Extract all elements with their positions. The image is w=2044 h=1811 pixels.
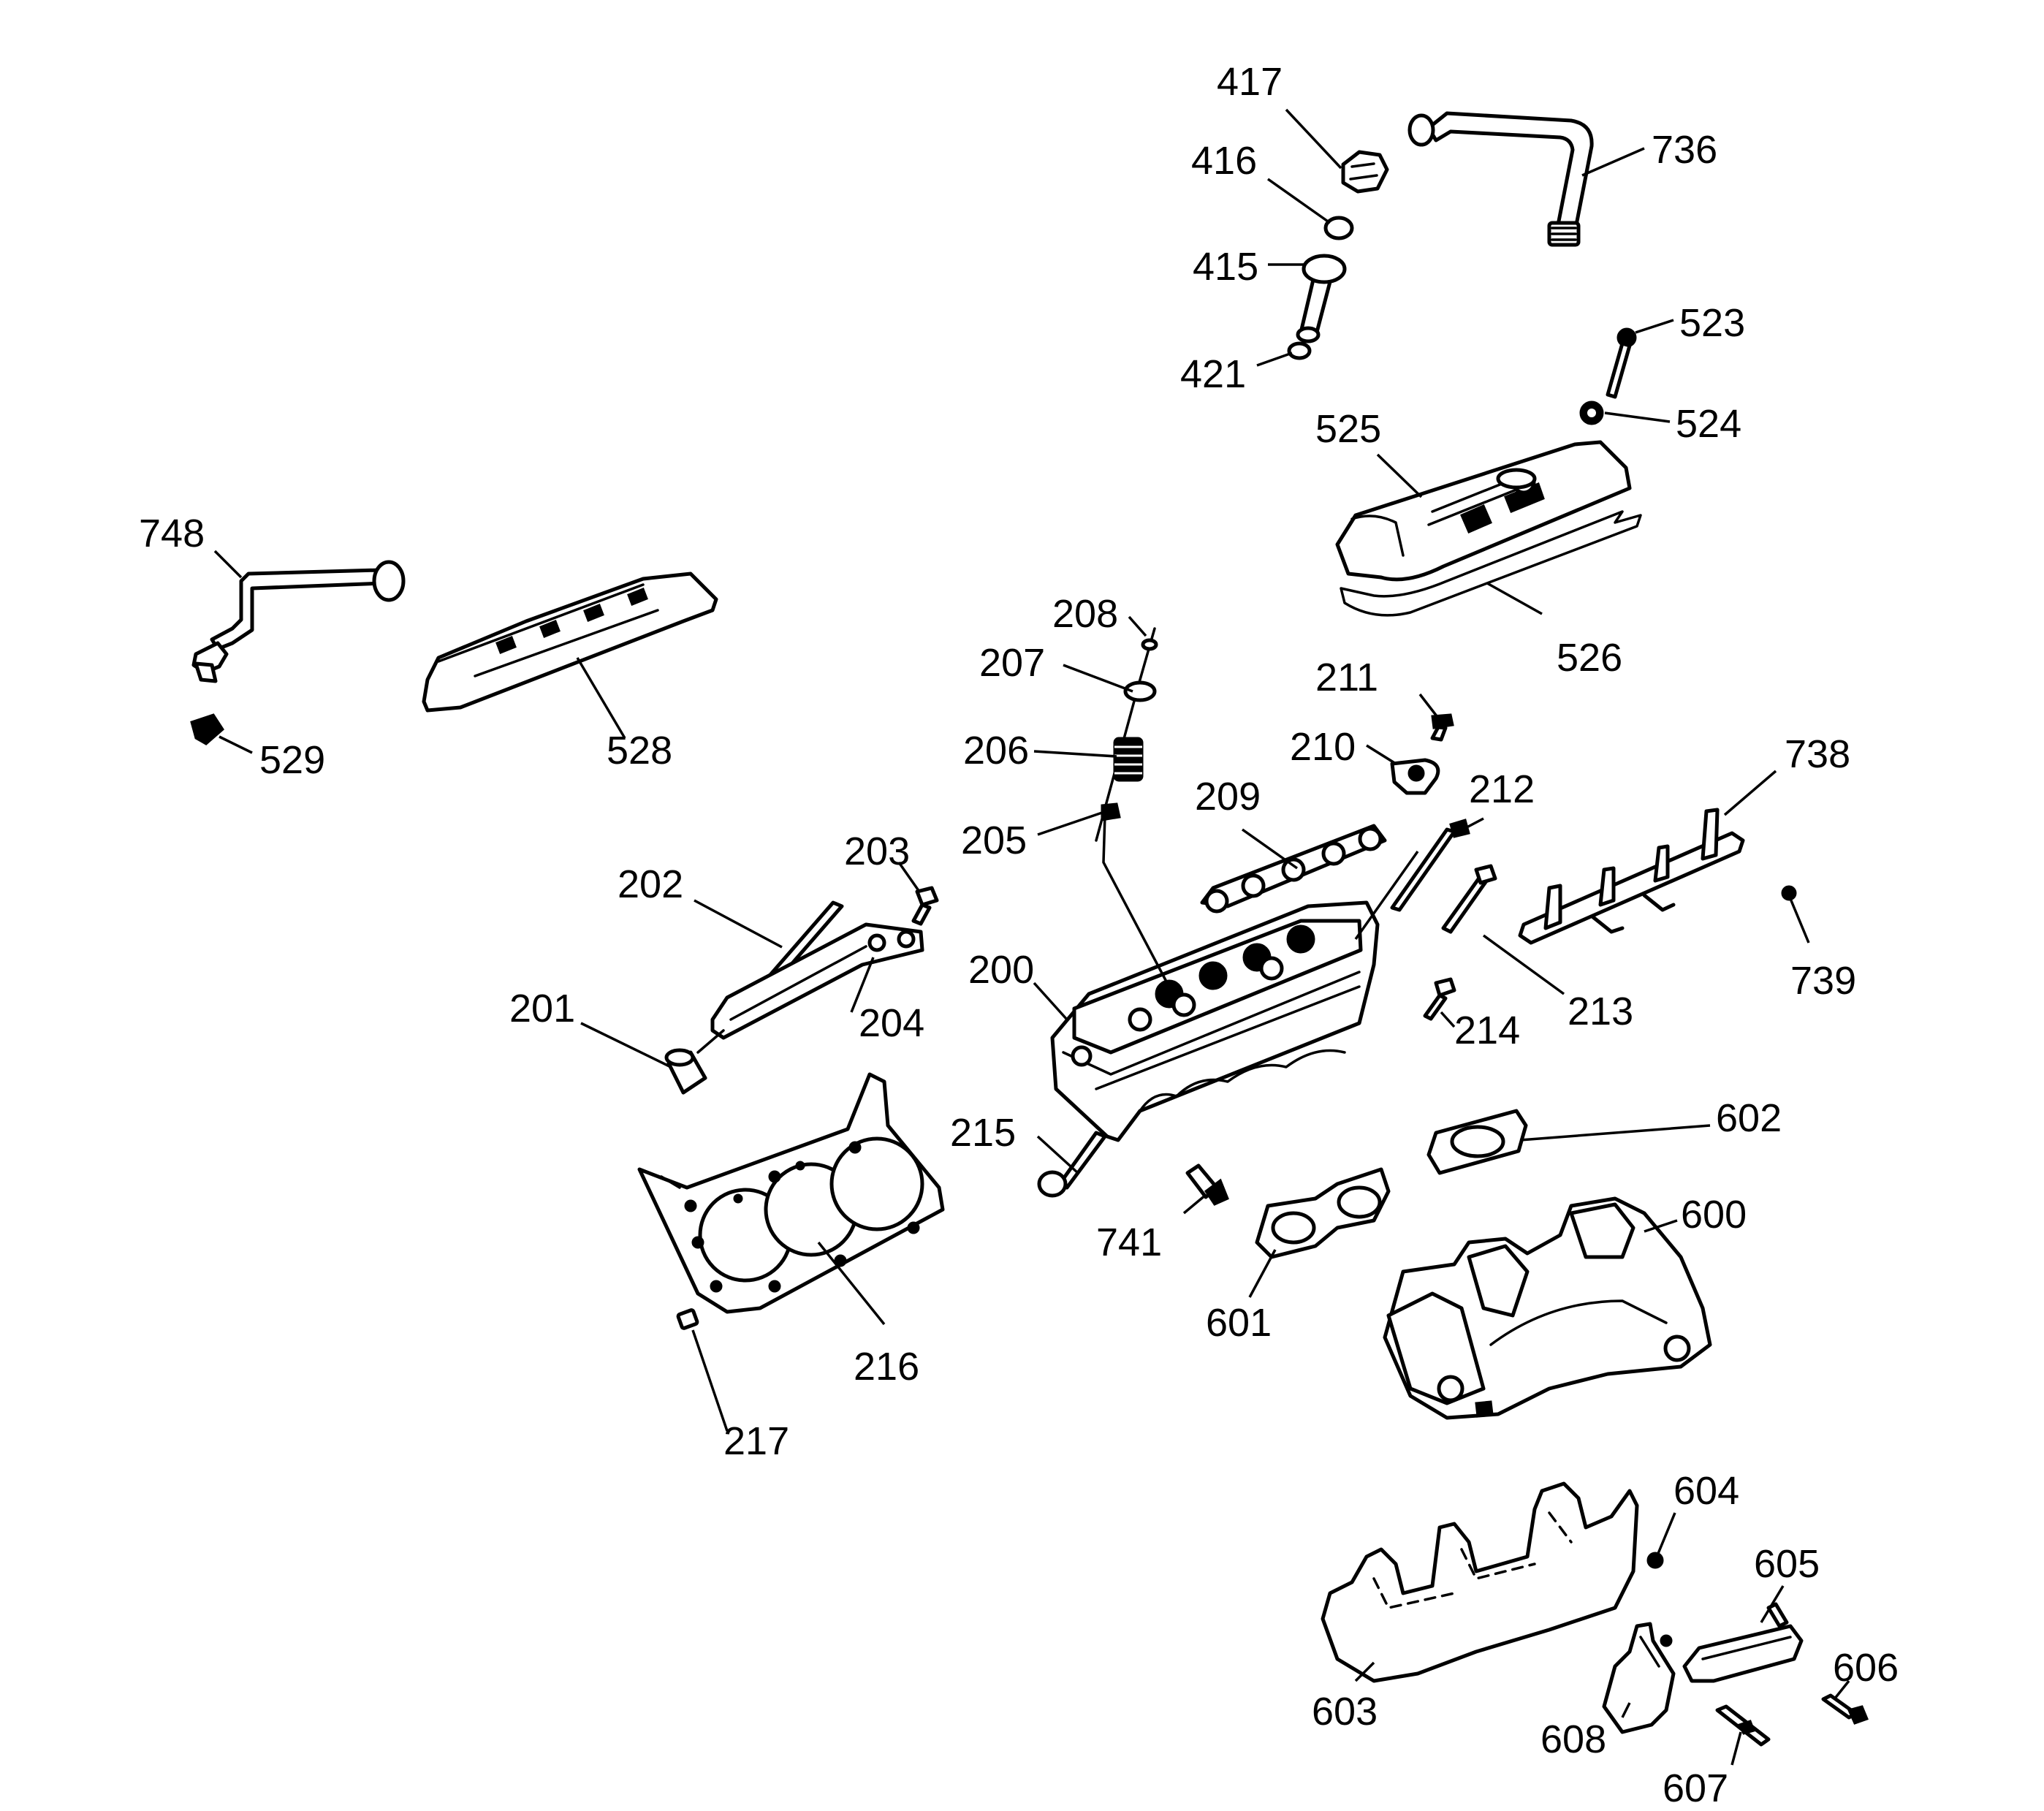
callout-209: 209 [1195, 775, 1261, 819]
heat-shield-bolt-604 [1646, 1552, 1664, 1569]
callout-210: 210 [1290, 725, 1356, 769]
pushrod-guide-209 [1200, 824, 1387, 914]
spring-cap-207 [1123, 680, 1157, 702]
callout-529: 529 [259, 738, 325, 782]
valve-cover-525 [1335, 440, 1632, 582]
callout-738: 738 [1785, 732, 1850, 776]
head-bolt-214 [1423, 977, 1456, 1021]
head-bolt-212 [1390, 819, 1470, 912]
vent-tube-748 [191, 560, 406, 683]
heat-shield-603 [1321, 1481, 1639, 1683]
callout-601: 601 [1206, 1301, 1272, 1345]
callout-739: 739 [1790, 959, 1856, 1003]
callout-528: 528 [607, 729, 672, 772]
callout-202: 202 [618, 862, 683, 906]
callout-213: 213 [1568, 990, 1633, 1033]
dowel-pin-217 [676, 1308, 699, 1330]
lifter-guide-bolt-203 [911, 886, 939, 926]
o-ring-416 [1323, 216, 1354, 240]
o-ring-421 [1287, 341, 1312, 360]
callout-600: 600 [1681, 1193, 1747, 1237]
grommet-529 [190, 713, 224, 745]
callout-604: 604 [1673, 1469, 1739, 1513]
callout-415: 415 [1193, 245, 1258, 289]
oil-fill-cap-417 [1341, 150, 1389, 194]
callout-214: 214 [1454, 1009, 1520, 1052]
pcv-hose-736 [1407, 111, 1594, 247]
callout-207: 207 [979, 641, 1045, 685]
valve-stem-seal-208 [1095, 627, 1158, 842]
stud-607 [1715, 1704, 1771, 1747]
callout-200: 200 [968, 948, 1034, 992]
callout-206: 206 [963, 729, 1029, 772]
callout-607: 607 [1663, 1766, 1728, 1810]
callout-416: 416 [1191, 139, 1257, 183]
bolt-606 [1821, 1693, 1869, 1725]
callout-606: 606 [1833, 1646, 1899, 1690]
callout-605: 605 [1754, 1542, 1820, 1586]
coolant-sensor-741 [1185, 1163, 1229, 1206]
callout-208: 208 [1052, 592, 1118, 636]
fuel-rail-738 [1518, 808, 1745, 945]
callout-602: 602 [1716, 1096, 1782, 1140]
callout-215: 215 [950, 1111, 1016, 1155]
exhaust-gasket-601 [1255, 1167, 1391, 1259]
valve-seal-205 [1101, 802, 1121, 821]
grommet-524 [1579, 400, 1604, 425]
callout-603: 603 [1312, 1690, 1378, 1734]
callout-523: 523 [1679, 301, 1745, 345]
callout-211: 211 [1315, 656, 1378, 699]
lifter-guide-retainer-204 [710, 922, 924, 1040]
valve-cover-gasket-526 [1340, 510, 1642, 617]
rocker-arm-210 [1390, 758, 1440, 795]
callout-201: 201 [509, 987, 575, 1030]
head-gasket-216 [637, 1072, 945, 1314]
callout-216: 216 [854, 1345, 919, 1389]
ignition-coil-cover-528 [422, 572, 718, 713]
callout-212: 212 [1469, 767, 1535, 811]
cylinder-head-200 [1050, 900, 1380, 1142]
heat-shield-bracket-605 [1682, 1602, 1804, 1683]
callout-417: 417 [1217, 60, 1283, 104]
rocker-arm-bolt-211 [1430, 713, 1454, 742]
valve-spring-206 [1113, 737, 1144, 782]
callout-748: 748 [139, 512, 205, 555]
callout-205: 205 [961, 819, 1027, 862]
head-bolt-213 [1441, 864, 1497, 934]
fuel-rail-bolt-739 [1781, 885, 1797, 901]
callout-741: 741 [1096, 1220, 1162, 1264]
callout-204: 204 [859, 1001, 924, 1045]
callout-736: 736 [1652, 128, 1717, 172]
exhaust-gasket-602 [1426, 1109, 1528, 1175]
callout-608: 608 [1540, 1717, 1606, 1761]
callout-203: 203 [844, 829, 910, 873]
exhaust-manifold-600 [1383, 1196, 1712, 1420]
callout-525: 525 [1315, 407, 1381, 451]
leader-lines [213, 108, 1850, 1766]
valve-215 [1037, 1131, 1107, 1198]
valve-lifter-201 [664, 1029, 725, 1095]
callout-526: 526 [1557, 636, 1622, 680]
callout-524: 524 [1676, 402, 1741, 446]
bracket-608 [1602, 1622, 1676, 1734]
valve-cover-bolt-523 [1606, 327, 1637, 399]
callout-421: 421 [1180, 352, 1246, 396]
oil-fill-tube-415 [1296, 254, 1347, 343]
callout-labels: 417 416 415 421 736 523 524 525 526 748 … [139, 60, 1899, 1810]
callout-217: 217 [723, 1419, 789, 1463]
